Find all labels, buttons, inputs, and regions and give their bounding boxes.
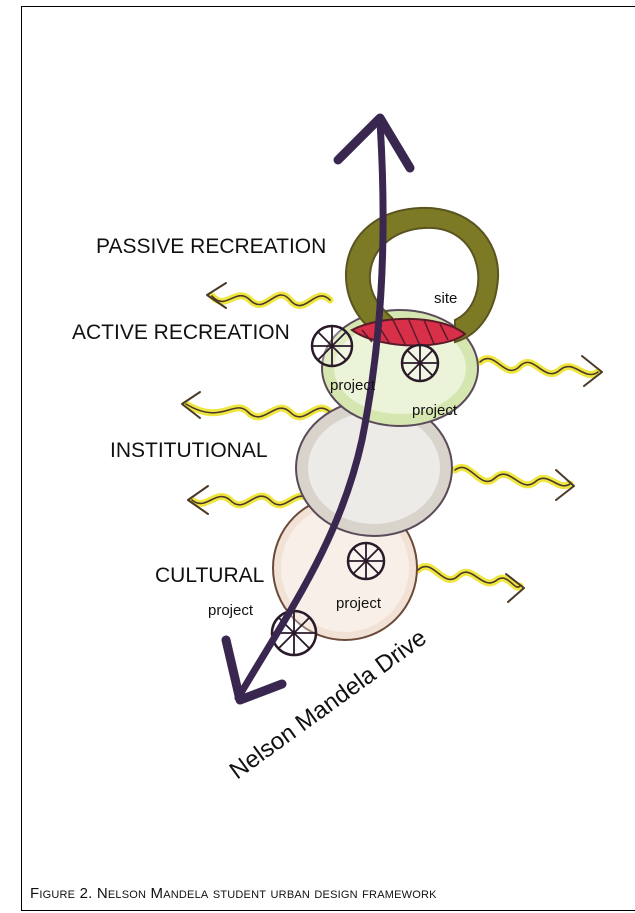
label-project-1: project <box>330 378 375 393</box>
label-active-recreation: ACTIVE RECREATION <box>72 322 290 343</box>
label-cultural: CULTURAL <box>155 565 264 586</box>
wave-arrow-left-active <box>182 392 330 418</box>
label-project-4: project <box>208 603 253 618</box>
wave-arrow-right-institutional <box>455 467 574 500</box>
label-site: site <box>434 291 457 306</box>
label-project-2: project <box>412 403 457 418</box>
project-marker-1 <box>312 326 352 366</box>
project-marker-2 <box>402 345 438 381</box>
label-passive-recreation: PASSIVE RECREATION <box>96 236 326 257</box>
label-project-3: project <box>336 596 381 611</box>
wave-arrow-left-passive <box>207 283 330 308</box>
wave-arrow-right-active <box>480 356 602 386</box>
wave-arrow-left-institutional <box>188 486 310 514</box>
label-institutional: INSTITUTIONAL <box>110 440 268 461</box>
project-marker-3 <box>348 543 384 579</box>
wave-arrow-right-cultural <box>418 567 524 602</box>
figure-caption: Figure 2. Nelson Mandela student urban d… <box>30 885 437 902</box>
